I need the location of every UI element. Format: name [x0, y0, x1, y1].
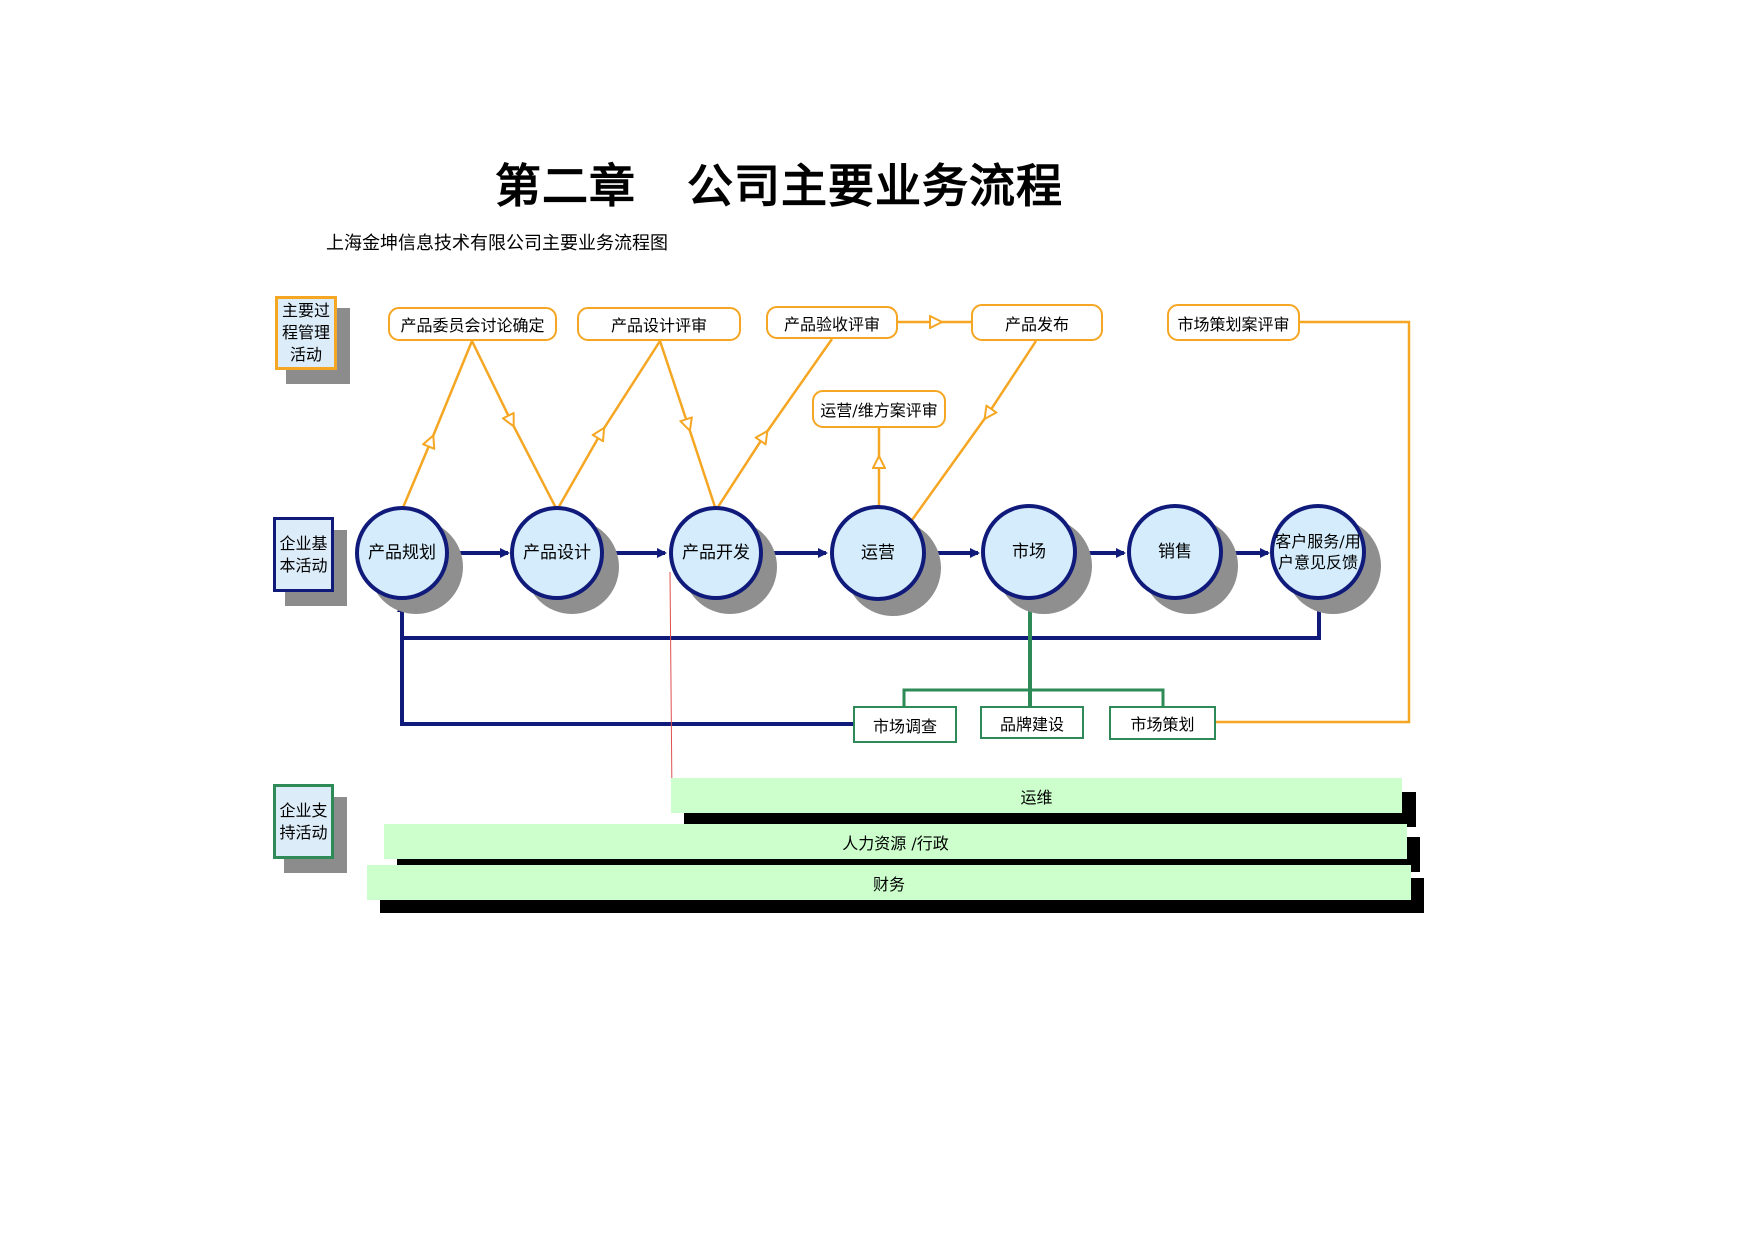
support-bar-finance-label: 财务	[872, 874, 905, 894]
support-bar-hr-admin-label: 人力资源 /行政	[842, 833, 949, 853]
stage-service: 客户服务/用户意见反馈	[1270, 504, 1366, 600]
stage-planning-label: 产品规划	[368, 543, 436, 563]
stage-design-label: 产品设计	[523, 543, 591, 563]
link-review-development	[658, 340, 718, 511]
stage-sales-label: 销售	[1158, 542, 1192, 562]
lane-basic: 企业基本活动	[273, 517, 334, 592]
review-marketing-plan: 市场策划案评审	[1167, 304, 1300, 341]
link-design-review	[555, 340, 662, 511]
review-release: 产品发布	[971, 304, 1103, 341]
stage-planning: 产品规划	[355, 506, 449, 600]
task-brand-building: 品牌建设	[980, 706, 1084, 739]
feedback-loop-line	[402, 600, 1321, 640]
stage-operation-label: 运营	[861, 543, 895, 563]
link-marketing-review-loop	[1216, 320, 1411, 724]
link-development-acceptance	[714, 338, 834, 511]
stage-operation: 运营	[830, 505, 926, 601]
support-bar-hr-admin: 人力资源 /行政	[384, 824, 1407, 859]
link-release-operation	[910, 340, 1038, 521]
review-ops-plan: 运营/维方案评审	[812, 390, 946, 428]
lane-basic-label: 企业基本活动	[279, 533, 328, 575]
page-title: 第二章 公司主要业务流程	[494, 159, 1064, 213]
support-bar-ops: 运维	[671, 778, 1402, 813]
task-market-planning: 市场策划	[1109, 706, 1216, 740]
research-return-line	[397, 602, 855, 726]
stage-market-label: 市场	[1012, 542, 1046, 562]
stage-market: 市场	[981, 504, 1077, 600]
review-design: 产品设计评审	[577, 307, 741, 341]
guide-line	[669, 571, 673, 799]
lane-management: 主要过程管理活动	[275, 296, 337, 370]
diagram-subtitle: 上海金坤信息技术有限公司主要业务流程图	[326, 233, 668, 254]
link-planning-committee	[400, 340, 474, 511]
stage-service-label: 客户服务/用户意见反馈	[1275, 532, 1361, 572]
link-committee-design	[470, 340, 559, 511]
stage-sales: 销售	[1127, 504, 1223, 600]
task-market-research: 市场调查	[853, 706, 957, 743]
connector-layer	[397, 0, 1411, 799]
stage-design: 产品设计	[510, 506, 604, 600]
stage-development-label: 产品开发	[682, 543, 750, 563]
review-committee: 产品委员会讨论确定	[388, 307, 557, 341]
market-branch-bracket	[902, 688, 1165, 706]
stage-development: 产品开发	[669, 506, 763, 600]
lane-support-label: 企业支持活动	[279, 800, 328, 842]
support-bar-ops-label: 运维	[1020, 787, 1053, 807]
review-acceptance: 产品验收评审	[766, 306, 898, 339]
lane-management-label: 主要过程管理活动	[281, 301, 330, 364]
lane-support: 企业支持活动	[273, 784, 334, 859]
support-bar-finance: 财务	[367, 865, 1411, 900]
